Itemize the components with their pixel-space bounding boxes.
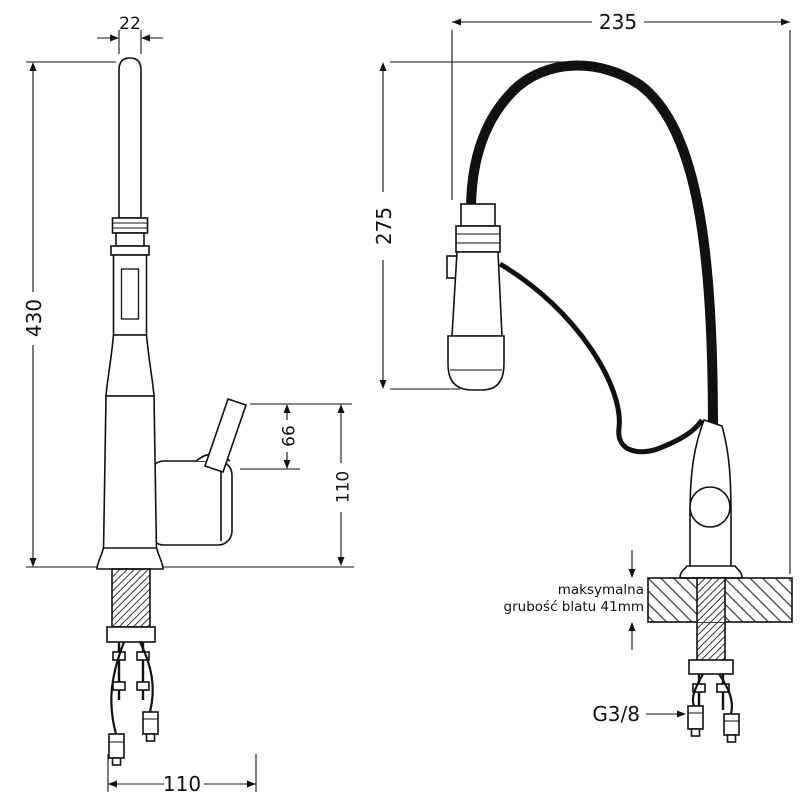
arrowhead xyxy=(283,460,291,469)
arrowhead xyxy=(283,404,291,413)
thread-label: G3/8 xyxy=(592,702,640,726)
spray-nozzle xyxy=(447,335,505,391)
spout-plate xyxy=(120,268,140,320)
stud-nut xyxy=(112,681,126,691)
arrowhead xyxy=(108,780,117,788)
hose-fitting xyxy=(142,711,159,735)
arrowhead xyxy=(29,558,37,567)
base-front xyxy=(679,565,743,579)
side-view xyxy=(96,57,248,766)
fitting-tip xyxy=(145,733,156,742)
arrowhead xyxy=(110,34,119,42)
base xyxy=(96,547,164,570)
dimension-total-height: 430 xyxy=(22,61,116,568)
dim-spout-height-label: 110 xyxy=(334,471,354,503)
arrowhead xyxy=(29,62,37,71)
fitting-tip xyxy=(690,728,701,737)
stud-nut xyxy=(692,683,706,693)
spray-head-body xyxy=(451,251,503,337)
dim-total-height-label: 430 xyxy=(22,299,46,337)
dimension-pipe-width: 22 xyxy=(97,14,163,54)
body-taper xyxy=(105,334,155,397)
flange xyxy=(110,245,150,256)
hose-fitting xyxy=(108,733,125,759)
hose-fitting xyxy=(723,713,740,736)
dim-pipe-width-label: 22 xyxy=(119,14,141,34)
arrowhead xyxy=(677,710,686,718)
arrowhead xyxy=(337,404,345,413)
column-joint xyxy=(689,486,731,528)
hose-fitting-g38 xyxy=(687,705,704,730)
dimension-base-width: 110 xyxy=(107,754,257,796)
arrowhead xyxy=(379,62,387,71)
supply-hose xyxy=(139,641,154,713)
arrowhead xyxy=(628,569,636,578)
dim-lever-height-label: 66 xyxy=(280,425,300,447)
valve-body xyxy=(149,460,233,546)
supply-hose-front xyxy=(718,673,734,715)
threaded-shank xyxy=(111,568,151,628)
dimension-spout-height: 110 xyxy=(163,404,354,568)
head-connector xyxy=(460,203,496,227)
dim-reach-label: 235 xyxy=(599,10,637,34)
counter-note-line1: maksymalna xyxy=(558,582,644,598)
stud-nut xyxy=(136,681,150,691)
arrowhead xyxy=(781,18,790,26)
thread-callout: G3/8 xyxy=(592,702,686,726)
body-column xyxy=(102,395,158,553)
fitting-tip xyxy=(111,757,122,766)
mounting-bracket-front xyxy=(688,659,734,675)
fitting-tip xyxy=(726,734,737,743)
front-view xyxy=(446,60,793,743)
spout-arc-hose xyxy=(466,60,718,433)
supply-hose-front xyxy=(691,673,704,707)
dimension-lever-height: 66 xyxy=(240,403,352,470)
mounting-bracket xyxy=(106,626,156,643)
head-ring-band xyxy=(455,225,501,253)
stud-nut xyxy=(716,683,730,693)
aerator xyxy=(111,217,149,234)
handle-lever xyxy=(203,397,248,474)
counter-thickness-note: maksymalna grubość blatu 41mm xyxy=(504,550,644,650)
threaded-shank-front xyxy=(696,577,726,663)
stud-nut xyxy=(136,651,150,661)
arrowhead xyxy=(141,34,150,42)
dim-arc-height-label: 275 xyxy=(372,207,396,245)
dim-base-width-label: 110 xyxy=(163,772,201,796)
spout-body xyxy=(112,254,148,336)
arrowhead xyxy=(452,18,461,26)
pullout-hose-loop xyxy=(498,261,705,455)
supply-hose xyxy=(110,641,126,735)
arrowhead xyxy=(337,557,345,566)
arrowhead xyxy=(628,622,636,631)
dimension-arc-height: 275 xyxy=(372,61,575,390)
arrowhead xyxy=(379,380,387,389)
counter-note-line2: grubość blatu 41mm xyxy=(504,599,644,615)
spout-pipe xyxy=(118,57,142,219)
collar xyxy=(115,232,145,247)
dimension-reach: 235 xyxy=(451,10,791,574)
arrowhead xyxy=(247,780,256,788)
